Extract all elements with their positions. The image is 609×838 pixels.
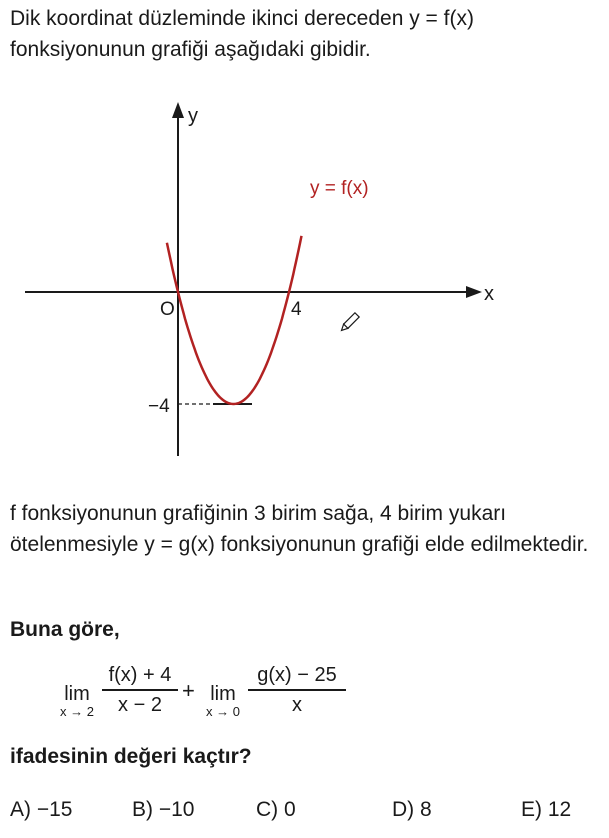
limit-2: lim x → 0 [201, 683, 245, 719]
choice-b[interactable]: B) −10 [132, 798, 194, 822]
y-tick-label: −4 [148, 396, 170, 417]
fraction-2: g(x) − 25 x [248, 663, 346, 717]
parabola-graph: y x O 4 −4 y = f(x) [25, 102, 494, 456]
curve-label: y = f(x) [310, 178, 369, 199]
limit-1: lim x → 2 [55, 683, 99, 719]
answer-choices: A) −15 B) −10 C) 0 D) 8 E) 12 [0, 798, 609, 828]
choice-a-value: −15 [36, 798, 73, 821]
choice-a[interactable]: A) −15 [10, 798, 72, 822]
fraction-1-denominator: x − 2 [118, 693, 162, 716]
y-axis-label: y [188, 105, 198, 127]
fraction-1-bar [102, 689, 178, 691]
parabola-curve [165, 235, 303, 406]
choice-e-value: 12 [547, 798, 572, 821]
x-tick-label: 4 [291, 299, 302, 320]
x-axis-label: x [484, 283, 494, 305]
choice-c-value: 0 [284, 798, 296, 821]
fraction-1-numerator: f(x) + 4 [108, 664, 172, 686]
choice-a-letter: A) [10, 798, 31, 821]
y-axis-arrow [172, 102, 184, 118]
choice-e-letter: E) [521, 798, 542, 821]
fraction-2-denominator: x [292, 693, 302, 716]
choice-b-letter: B) [132, 798, 153, 821]
limit-2-word: lim [210, 683, 236, 705]
question-text: ifadesinin değeri kaçtır? [10, 745, 252, 768]
fraction-2-numerator: g(x) − 25 [257, 664, 337, 686]
limit-1-subscript: x → 2 [60, 704, 94, 719]
intro-text: Dik koordinat düzleminde ikinci derecede… [10, 7, 474, 61]
shift-description: f fonksiyonunun grafiğinin 3 birim sağa,… [10, 502, 589, 556]
choice-d-letter: D) [392, 798, 415, 821]
fraction-2-bar [248, 689, 346, 691]
x-axis-arrow [466, 286, 482, 298]
choice-d-value: 8 [420, 798, 432, 821]
limit-2-subscript: x → 0 [206, 704, 240, 719]
fraction-1: f(x) + 4 x − 2 [102, 663, 178, 717]
choice-e[interactable]: E) 12 [521, 798, 571, 822]
origin-label: O [160, 299, 175, 320]
limit-1-word: lim [64, 683, 90, 705]
choice-c[interactable]: C) 0 [256, 798, 296, 822]
pencil-cursor-icon [340, 311, 361, 332]
choice-b-value: −10 [158, 798, 195, 821]
choice-d[interactable]: D) 8 [392, 798, 432, 822]
question-heading: Buna göre, [10, 618, 120, 641]
plus-operator: + [182, 678, 195, 703]
choice-c-letter: C) [256, 798, 279, 821]
